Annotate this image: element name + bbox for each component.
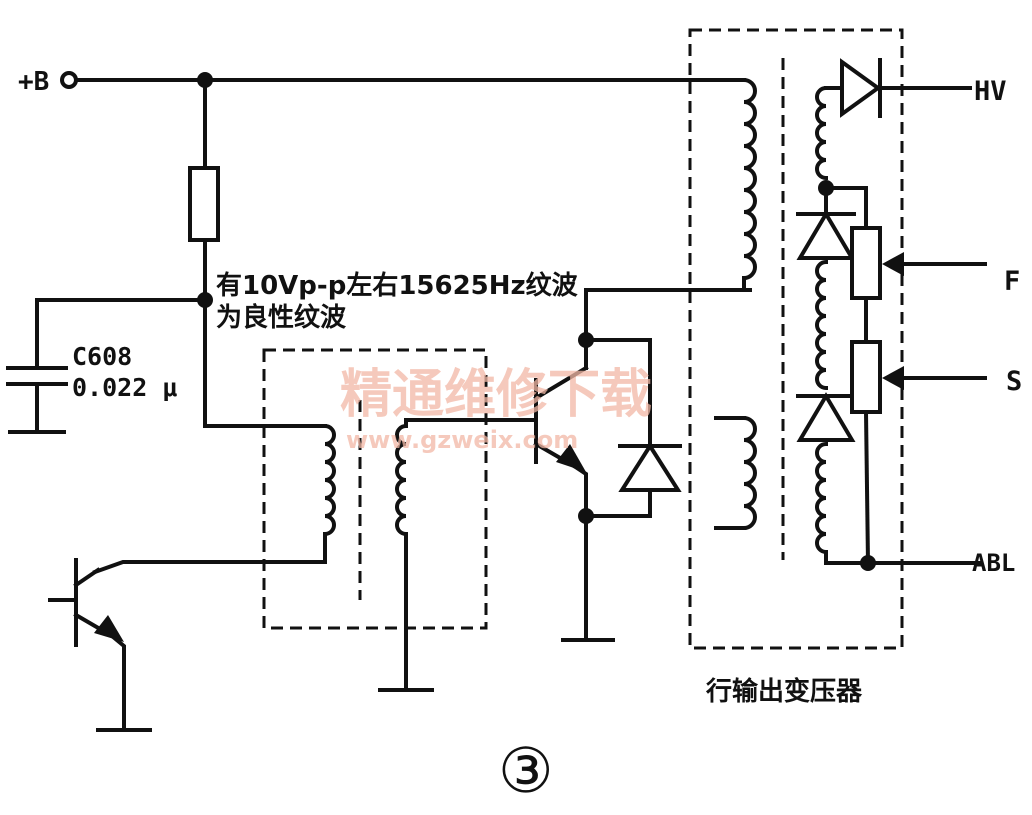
fbt-frame <box>688 28 904 650</box>
focus-wiper-arrow <box>882 252 904 276</box>
abl-wire <box>824 550 982 565</box>
divider-bottom-wire <box>863 409 871 566</box>
resistor <box>188 166 220 242</box>
driver-emitter-arrow <box>94 615 124 642</box>
hv-label: HV <box>974 76 1007 107</box>
s-label: S <box>1006 366 1022 397</box>
ripple-note-line1: 有10Vp-p左右15625Hz纹波 <box>216 270 579 301</box>
fbt-caption: 行输出变压器 <box>705 676 863 707</box>
focus-potentiometer <box>850 226 882 300</box>
fbt-aux-coil <box>741 415 757 531</box>
drv-secondary-to-base <box>404 418 538 428</box>
drv-secondary-coil <box>395 423 409 537</box>
output-transistor-collector <box>533 365 589 401</box>
screen-potentiometer <box>850 340 882 414</box>
cap-name-label: C608 <box>72 342 132 371</box>
divider-top-wire <box>824 186 868 230</box>
damper-diode-loop <box>584 338 652 518</box>
output-emitter-arrow <box>556 444 586 472</box>
driver-transistor-collector <box>73 567 101 588</box>
hv-rectifier-diode <box>840 58 882 118</box>
b-plus-terminal <box>60 71 78 89</box>
collector-to-fbt-wire <box>584 288 752 370</box>
watermark-url: www.gzweix.com <box>346 426 578 454</box>
driver-transformer-frame <box>262 348 488 630</box>
fbt-primary-coil <box>741 77 757 281</box>
cap-wire <box>35 298 207 370</box>
damper-diode <box>618 442 682 492</box>
cap-value-label: 0.022 μ <box>72 373 177 402</box>
f-label: F <box>1004 266 1020 297</box>
drv-primary-coil <box>322 423 336 537</box>
ripple-note-line2: 为良性纹波 <box>216 302 347 333</box>
fbt-hv-coil-1 <box>815 85 829 181</box>
driver-emitter-lead <box>109 633 126 732</box>
fbt-hv-coil-2 <box>815 259 829 391</box>
screen-wiper-arrow <box>882 366 904 390</box>
abl-label: ABL <box>972 549 1015 577</box>
b-plus-label: +B <box>18 67 49 97</box>
stack-diode-2 <box>796 392 856 442</box>
output-emitter-lead <box>571 463 588 642</box>
watermark-chinese: 精通维修下载 <box>340 365 652 425</box>
fbt-hv-coil-3 <box>815 441 829 555</box>
figure-number: ③ <box>498 734 554 807</box>
stack-diode-1 <box>796 210 856 260</box>
drv-primary-bottom-wire <box>92 532 327 575</box>
